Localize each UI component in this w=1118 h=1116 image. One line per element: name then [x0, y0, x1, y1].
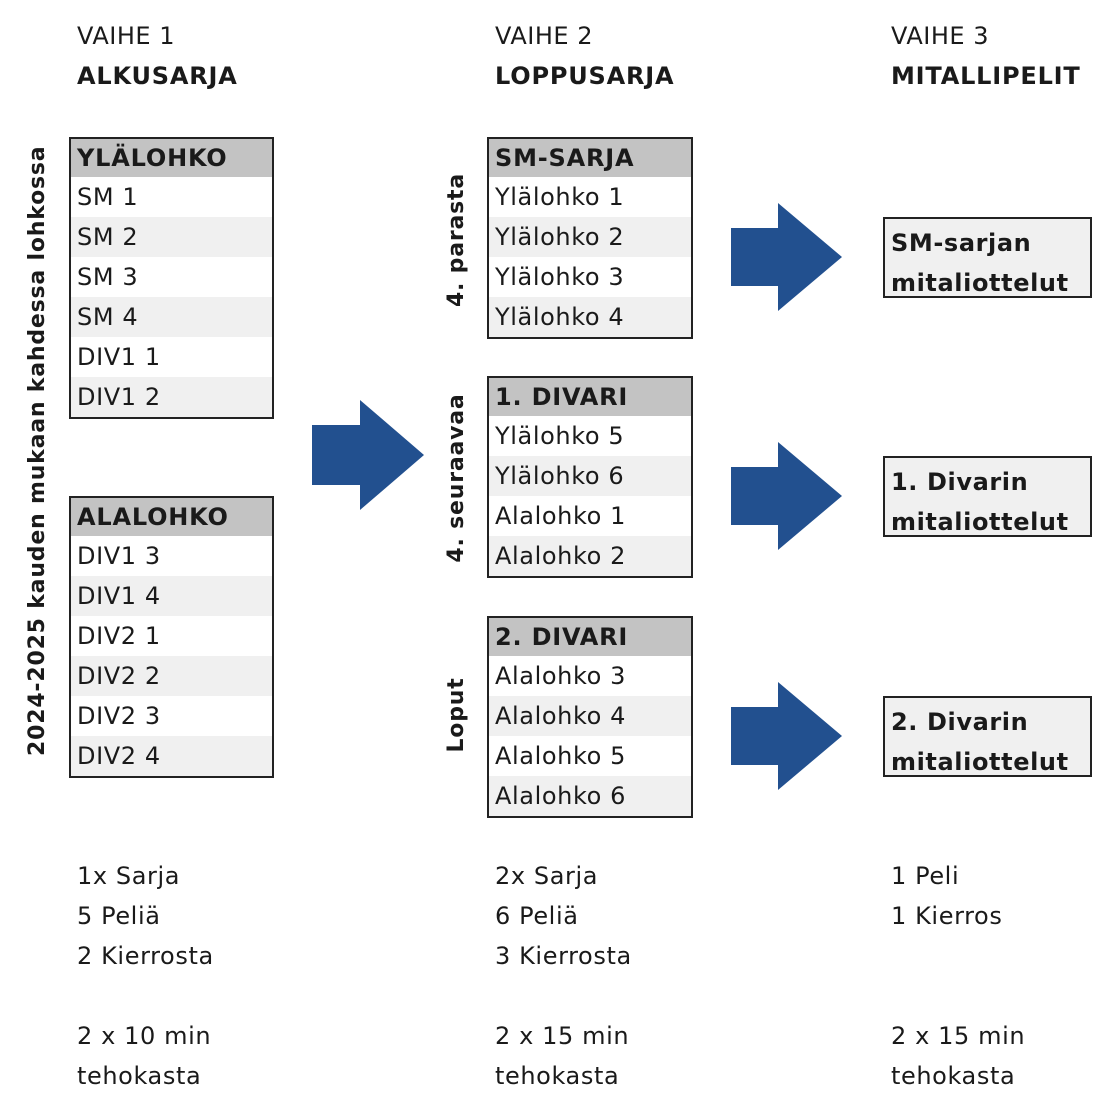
arrow-right-icon — [731, 682, 842, 790]
result-line: SM-sarjan — [891, 229, 1032, 257]
stage-3-time: 2 x 15 min tehokasta — [891, 1016, 1025, 1096]
result-line: mitaliottelut — [891, 748, 1069, 776]
ylalohko-table: YLÄLOHKO SM 1 SM 2 SM 3 SM 4 DIV1 1 DIV1… — [69, 137, 274, 419]
table-row: Alalohko 1 — [495, 502, 626, 530]
table-row: DIV1 1 — [77, 343, 161, 371]
arrow-right-icon — [731, 442, 842, 550]
divari-1-header: 1. DIVARI — [489, 378, 691, 416]
info-line: 1 Peli — [891, 862, 960, 890]
table-row: Alalohko 2 — [489, 536, 691, 576]
side-label-sm: 4. parasta — [444, 172, 469, 308]
stage-1-format: 1x Sarja 5 Peliä 2 Kierrosta — [77, 856, 214, 976]
table-row: DIV1 4 — [71, 576, 272, 616]
table-row: Ylälohko 2 — [489, 217, 691, 257]
ylalohko-header: YLÄLOHKO — [71, 139, 272, 177]
div2-medal-games-box: 2. Divarin mitaliottelut — [883, 696, 1092, 777]
stage-1-label: VAIHE 1 — [77, 22, 175, 50]
result-line: mitaliottelut — [891, 508, 1069, 536]
table-row: Alalohko 3 — [495, 662, 626, 690]
side-label-div2: Loput — [444, 677, 469, 753]
info-line: tehokasta — [891, 1062, 1016, 1090]
table-row: Ylälohko 3 — [495, 263, 625, 291]
table-row: DIV1 2 — [71, 377, 272, 417]
sm-sarja-header: SM-SARJA — [489, 139, 691, 177]
result-line: 1. Divarin — [891, 468, 1029, 496]
info-line: 3 Kierrosta — [495, 942, 632, 970]
stage-3-format: 1 Peli 1 Kierros — [891, 856, 1002, 936]
divari-2-table: 2. DIVARI Alalohko 3 Alalohko 4 Alalohko… — [487, 616, 693, 818]
div1-medal-games-box: 1. Divarin mitaliottelut — [883, 456, 1092, 537]
info-line: 5 Peliä — [77, 902, 161, 930]
info-line: 2x Sarja — [495, 862, 599, 890]
table-row: SM 1 — [77, 183, 139, 211]
info-line: tehokasta — [77, 1062, 202, 1090]
table-row: SM 2 — [71, 217, 272, 257]
stage-1-time: 2 x 10 min tehokasta — [77, 1016, 211, 1096]
table-row: DIV2 2 — [71, 656, 272, 696]
arrow-right-icon — [731, 203, 842, 311]
info-line: 2 x 10 min — [77, 1022, 212, 1050]
info-line: 2 x 15 min — [891, 1022, 1026, 1050]
table-row: Alalohko 6 — [489, 776, 691, 816]
alalohko-table: ALALOHKO DIV1 3 DIV1 4 DIV2 1 DIV2 2 DIV… — [69, 496, 274, 778]
table-row: Alalohko 4 — [489, 696, 691, 736]
season-side-label: 2024-2025 kauden mukaan kahdessa lohkoss… — [25, 145, 50, 756]
info-line: tehokasta — [495, 1062, 620, 1090]
table-row: Ylälohko 1 — [495, 183, 625, 211]
stage-2-time: 2 x 15 min tehokasta — [495, 1016, 629, 1096]
stage-3-title: MITALLIPELIT — [891, 62, 1081, 90]
stage-3-label: VAIHE 3 — [891, 22, 989, 50]
divari-1-table: 1. DIVARI Ylälohko 5 Ylälohko 6 Alalohko… — [487, 376, 693, 578]
result-line: mitaliottelut — [891, 269, 1069, 297]
table-row: DIV2 1 — [77, 622, 161, 650]
info-line: 6 Peliä — [495, 902, 579, 930]
table-row: Ylälohko 4 — [489, 297, 691, 337]
side-label-div1: 4. seuraavaa — [444, 393, 469, 563]
sm-sarja-table: SM-SARJA Ylälohko 1 Ylälohko 2 Ylälohko … — [487, 137, 693, 339]
result-line: 2. Divarin — [891, 708, 1029, 736]
table-row: Ylälohko 6 — [489, 456, 691, 496]
info-line: 1 Kierros — [891, 902, 1003, 930]
alalohko-header: ALALOHKO — [71, 498, 272, 536]
table-row: SM 3 — [77, 263, 139, 291]
table-row: Ylälohko 5 — [495, 422, 625, 450]
table-row: DIV2 4 — [71, 736, 272, 776]
divari-2-header: 2. DIVARI — [489, 618, 691, 656]
info-line: 1x Sarja — [77, 862, 181, 890]
table-row: Alalohko 5 — [495, 742, 626, 770]
table-row: DIV2 3 — [77, 702, 161, 730]
arrow-right-icon — [312, 400, 424, 510]
stage-2-format: 2x Sarja 6 Peliä 3 Kierrosta — [495, 856, 632, 976]
stage-2-label: VAIHE 2 — [495, 22, 593, 50]
table-row: SM 4 — [71, 297, 272, 337]
stage-1-title: ALKUSARJA — [77, 62, 238, 90]
info-line: 2 x 15 min — [495, 1022, 630, 1050]
stage-2-title: LOPPUSARJA — [495, 62, 675, 90]
sm-medal-games-box: SM-sarjan mitaliottelut — [883, 217, 1092, 298]
table-row: DIV1 3 — [77, 542, 161, 570]
info-line: 2 Kierrosta — [77, 942, 214, 970]
